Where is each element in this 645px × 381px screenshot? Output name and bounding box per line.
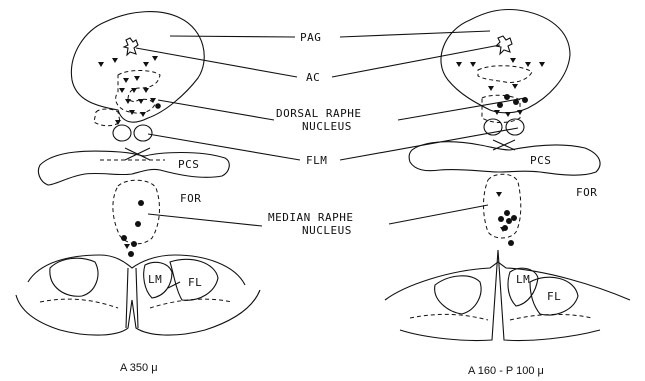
label-dorsal-raphe-2: NUCLEUS	[302, 120, 352, 133]
caption-left: A 350 μ	[120, 362, 158, 374]
left-decussation	[125, 148, 150, 160]
left-section	[16, 12, 260, 335]
label-for-right: FOR	[576, 186, 597, 199]
flm-leader-left	[148, 134, 300, 160]
label-pag: PAG	[300, 31, 321, 44]
label-fl-left: FL	[188, 276, 202, 289]
left-mr-dot-1	[138, 200, 144, 206]
caption-right: A 160 - P 100 μ	[468, 365, 544, 377]
dr-leader-left	[158, 100, 274, 120]
right-lm-left	[435, 276, 481, 314]
left-mr-dot-5	[128, 251, 134, 257]
right-flm-right	[506, 119, 524, 135]
left-triangles	[98, 56, 158, 125]
left-flm-right	[134, 125, 152, 141]
flm-leader-right	[340, 128, 518, 160]
right-pons-outer	[385, 262, 630, 300]
left-pons-dashes	[40, 299, 232, 308]
label-for-left: FOR	[180, 192, 201, 205]
label-dorsal-raphe-1: DORSAL RAPHE	[276, 107, 361, 120]
right-pcs-band	[409, 142, 600, 175]
left-aqueduct	[124, 38, 138, 55]
label-pcs-left: PCS	[178, 158, 199, 171]
label-fl-right: FL	[547, 290, 561, 303]
left-pag-outline	[71, 12, 204, 123]
right-dorsal-raphe-outline	[478, 66, 532, 83]
label-median-raphe-1: MEDIAN RAPHE	[268, 211, 353, 224]
dr-leader-right	[398, 98, 525, 120]
mr-leader-left	[148, 214, 262, 226]
right-dots	[497, 94, 528, 108]
pag-leader-right	[340, 31, 490, 37]
left-flm-left	[113, 125, 131, 141]
left-median-raphe-outline	[113, 180, 160, 244]
label-pcs-right: PCS	[530, 154, 551, 167]
label-lm-left: LM	[148, 273, 162, 286]
ac-leader-left	[136, 48, 297, 77]
left-dot	[155, 103, 161, 109]
ac-leader-right	[332, 45, 500, 77]
pag-leader-left	[170, 36, 295, 37]
left-mr-dot-4	[131, 241, 137, 247]
label-lm-right: LM	[516, 273, 530, 286]
left-mr-dot-3	[121, 235, 127, 241]
left-mr-dot-2	[135, 221, 141, 227]
left-midline	[126, 268, 138, 328]
right-section	[385, 9, 630, 340]
right-pons-dashes	[410, 314, 592, 320]
label-median-raphe-2: NUCLEUS	[302, 224, 352, 237]
label-flm: FLM	[306, 154, 327, 167]
left-lower-dashed-outline	[94, 109, 120, 126]
mr-leader-right	[389, 205, 488, 224]
left-lm-left	[50, 258, 98, 296]
label-ac: AC	[306, 71, 320, 84]
